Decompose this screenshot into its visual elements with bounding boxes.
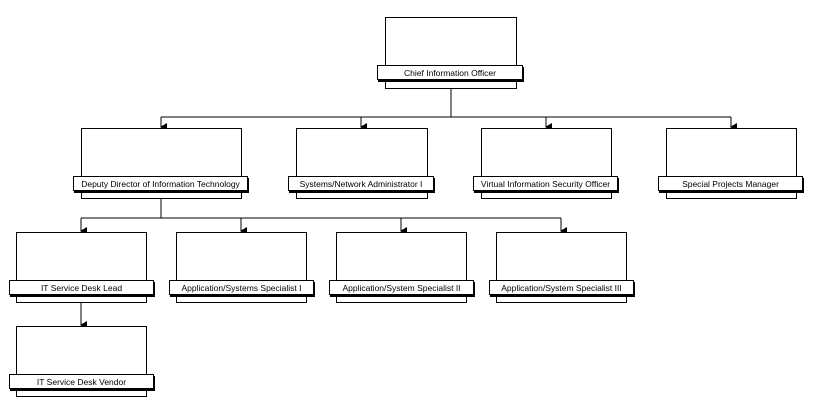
app2-label: Application/System Specialist II xyxy=(329,280,474,295)
projects-label: Special Projects Manager xyxy=(658,176,803,191)
cio-label: Chief Information Officer xyxy=(377,65,523,80)
app1-label: Application/Systems Specialist I xyxy=(169,280,314,295)
sysadmin-label: Systems/Network Administrator I xyxy=(288,176,434,191)
desk-lead-label: IT Service Desk Lead xyxy=(9,280,154,295)
security-label: Virtual Information Security Officer xyxy=(473,176,618,191)
deputy-label: Deputy Director of Information Technolog… xyxy=(73,176,248,191)
app3-label: Application/System Specialist III xyxy=(489,280,634,295)
vendor-label: IT Service Desk Vendor xyxy=(9,374,154,389)
